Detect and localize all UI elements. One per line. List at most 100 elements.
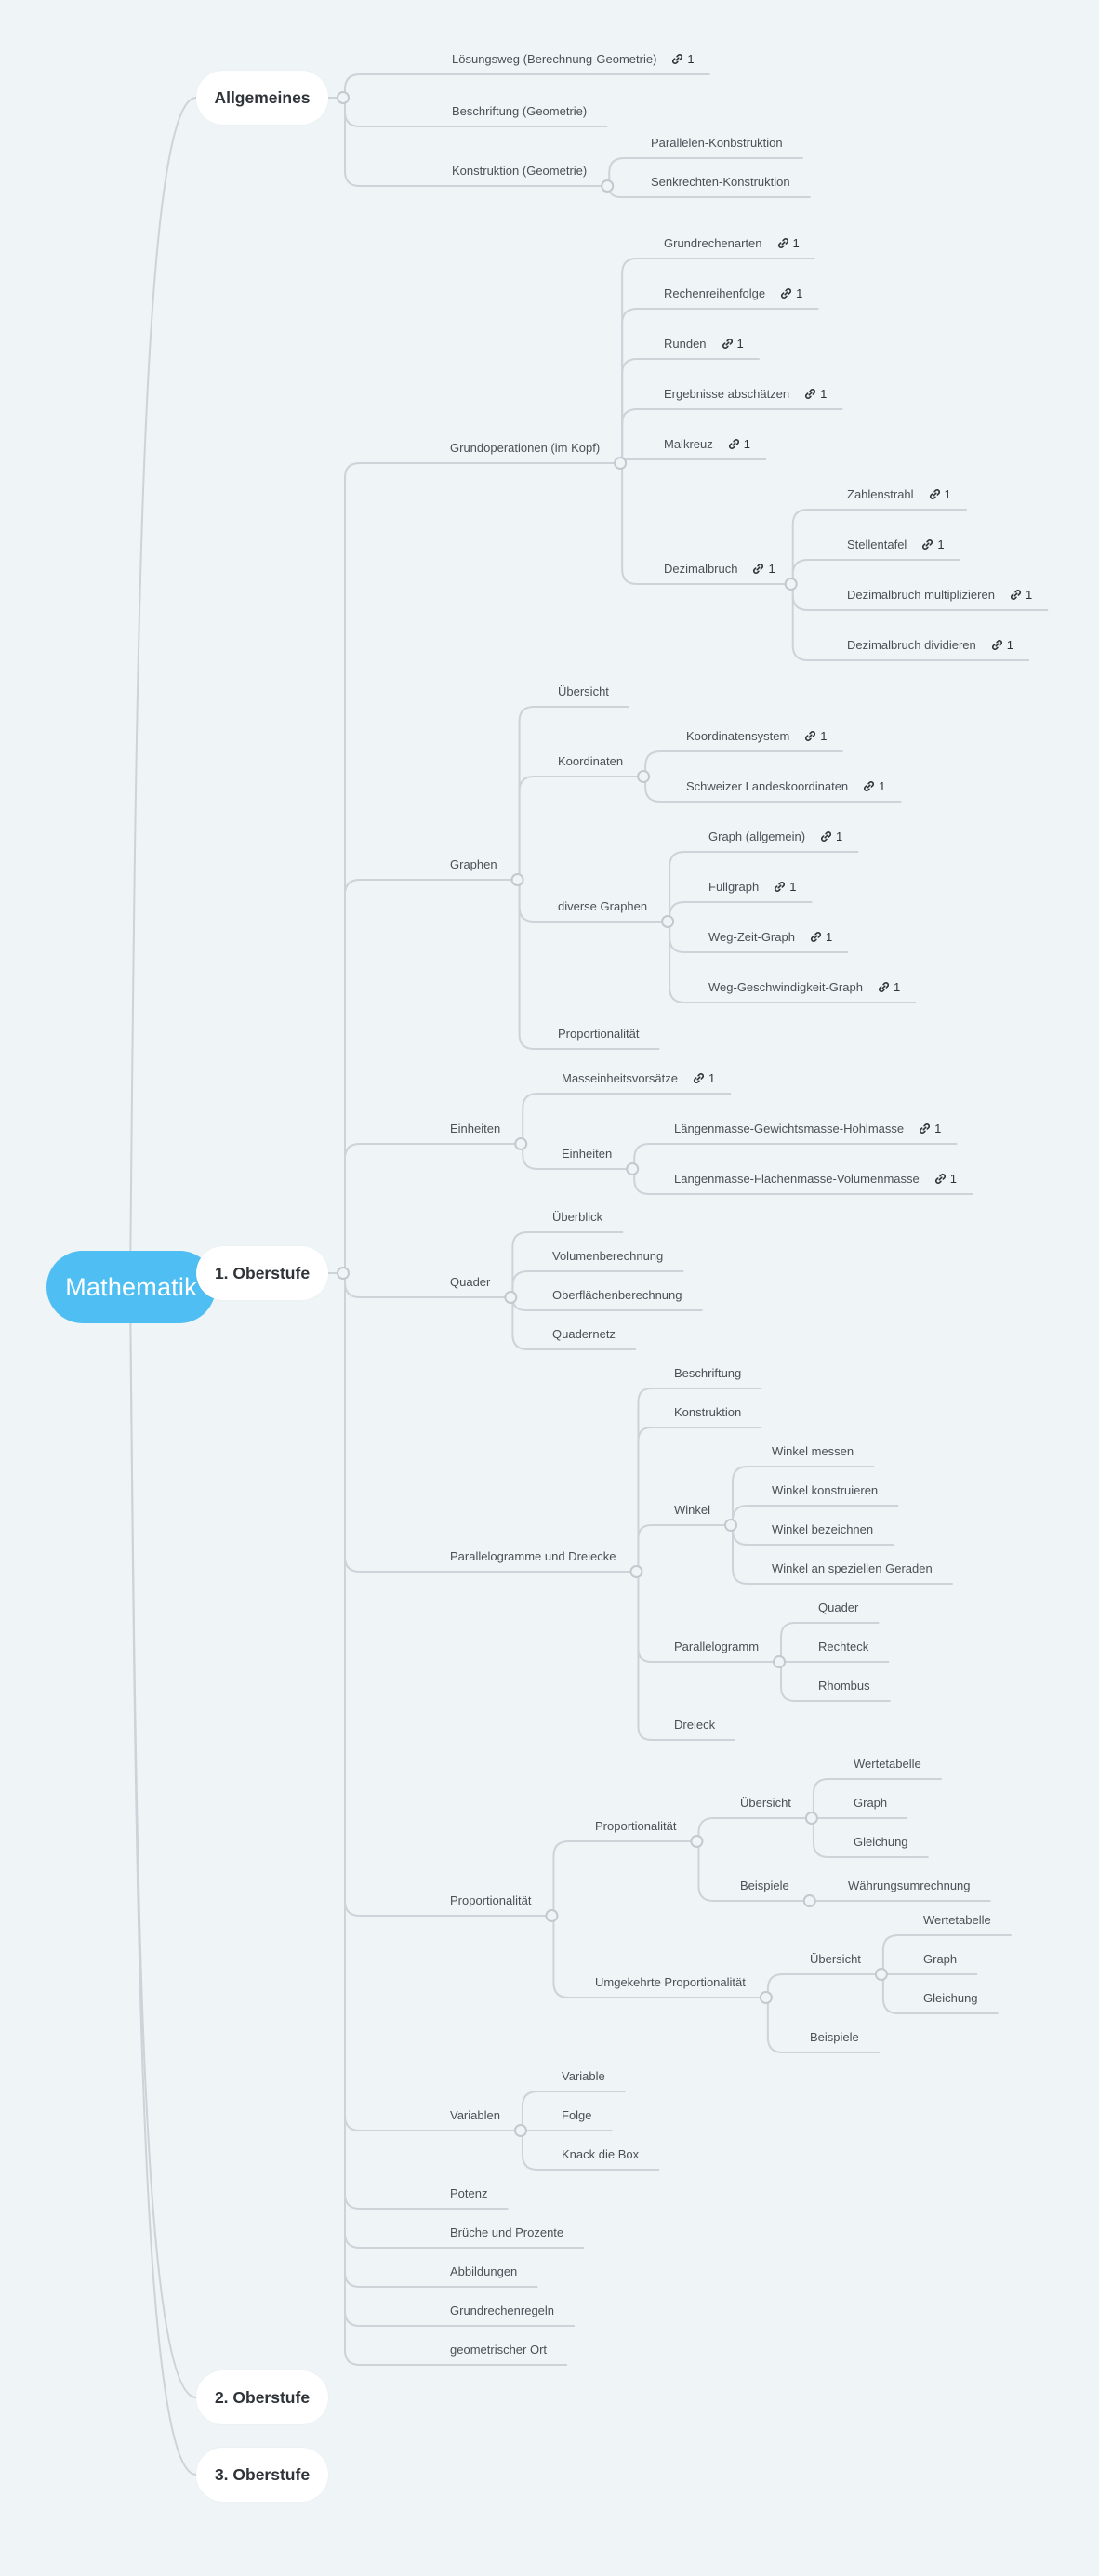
link-badge[interactable]: 1 bbox=[774, 880, 796, 894]
topic-pr[interactable]: Proportionalität bbox=[450, 1893, 531, 1908]
link-badge[interactable]: 1 bbox=[934, 1172, 957, 1186]
link-badge[interactable]: 1 bbox=[878, 980, 900, 994]
topic-p4c[interactable]: Rhombus bbox=[818, 1679, 870, 1693]
topic-q3[interactable]: Oberflächenberechnung bbox=[552, 1288, 682, 1303]
topic-a3a[interactable]: Parallelen-Konbstruktion bbox=[651, 136, 783, 151]
link-badge[interactable]: 1 bbox=[929, 487, 951, 501]
topic-gr1[interactable]: Übersicht bbox=[558, 684, 609, 699]
topic-p[interactable]: Parallelogramme und Dreiecke bbox=[450, 1549, 616, 1564]
link-badge[interactable]: 1 bbox=[1010, 588, 1032, 602]
link-badge[interactable]: 1 bbox=[820, 830, 842, 843]
topic-v3[interactable]: Knack die Box bbox=[562, 2147, 639, 2162]
topic-pr2a[interactable]: Übersicht bbox=[810, 1952, 861, 1967]
link-icon bbox=[781, 288, 792, 299]
topic-pr1[interactable]: Proportionalität bbox=[595, 1819, 676, 1834]
topic-p3d[interactable]: Winkel an speziellen Geraden bbox=[772, 1561, 933, 1576]
topic-pr1a3[interactable]: Gleichung bbox=[854, 1835, 908, 1850]
topic-a3b[interactable]: Senkrechten-Konstruktion bbox=[651, 175, 790, 190]
topic-o3[interactable]: Abbildungen bbox=[450, 2264, 517, 2279]
main-node-oberstufe1[interactable]: 1. Oberstufe bbox=[196, 1246, 328, 1300]
topic-p4b[interactable]: Rechteck bbox=[818, 1640, 868, 1654]
link-badge[interactable]: 1 bbox=[991, 638, 1013, 652]
topic-pr2a2[interactable]: Graph bbox=[923, 1952, 957, 1967]
topic-p5[interactable]: Dreieck bbox=[674, 1718, 715, 1733]
topic-v1[interactable]: Variable bbox=[562, 2069, 605, 2084]
topic-gr3a[interactable]: Graph (allgemein)1 bbox=[708, 830, 842, 844]
topic-a2[interactable]: Beschriftung (Geometrie) bbox=[452, 104, 587, 119]
main-node-allgemeines[interactable]: Allgemeines bbox=[196, 71, 328, 125]
topic-q4[interactable]: Quadernetz bbox=[552, 1327, 616, 1342]
link-badge[interactable]: 1 bbox=[777, 236, 800, 250]
topic-q[interactable]: Quader bbox=[450, 1275, 490, 1290]
link-count: 1 bbox=[934, 1122, 942, 1135]
topic-o5[interactable]: geometrischer Ort bbox=[450, 2343, 547, 2357]
topic-gr2[interactable]: Koordinaten bbox=[558, 754, 623, 769]
link-badge[interactable]: 1 bbox=[863, 779, 885, 793]
topic-o1[interactable]: Potenz bbox=[450, 2186, 487, 2201]
link-badge[interactable]: 1 bbox=[921, 538, 945, 551]
topic-o4[interactable]: Grundrechenregeln bbox=[450, 2304, 554, 2318]
topic-p3a[interactable]: Winkel messen bbox=[772, 1444, 854, 1459]
main-node-oberstufe2[interactable]: 2. Oberstufe bbox=[196, 2370, 328, 2424]
topic-v2[interactable]: Folge bbox=[562, 2108, 592, 2123]
link-badge[interactable]: 1 bbox=[810, 930, 832, 944]
link-badge[interactable]: 1 bbox=[752, 562, 775, 576]
root-node[interactable]: Mathematik bbox=[46, 1251, 216, 1323]
topic-q2[interactable]: Volumenberechnung bbox=[552, 1249, 663, 1264]
topic-pr1a[interactable]: Übersicht bbox=[740, 1796, 791, 1811]
link-badge[interactable]: 1 bbox=[722, 337, 744, 351]
topic-p2[interactable]: Konstruktion bbox=[674, 1405, 741, 1420]
topic-p4a[interactable]: Quader bbox=[818, 1600, 858, 1615]
topic-gr3[interactable]: diverse Graphen bbox=[558, 899, 647, 914]
link-badge[interactable]: 1 bbox=[780, 286, 802, 300]
topic-a3[interactable]: Konstruktion (Geometrie) bbox=[452, 164, 587, 179]
topic-pr1b[interactable]: Beispiele bbox=[740, 1879, 789, 1893]
topic-pr2a3[interactable]: Gleichung bbox=[923, 1991, 978, 2006]
topic-e[interactable]: Einheiten bbox=[450, 1122, 500, 1136]
topic-p4[interactable]: Parallelogramm bbox=[674, 1640, 759, 1654]
topic-pr2b[interactable]: Beispiele bbox=[810, 2030, 859, 2045]
link-badge[interactable]: 1 bbox=[919, 1122, 941, 1135]
topic-p3c[interactable]: Winkel bezeichnen bbox=[772, 1522, 873, 1537]
topic-p3[interactable]: Winkel bbox=[674, 1503, 710, 1518]
topic-pr2a1[interactable]: Wertetabelle bbox=[923, 1913, 991, 1928]
topic-g[interactable]: Grundoperationen (im Kopf) bbox=[450, 441, 600, 456]
topic-q1[interactable]: Überblick bbox=[552, 1210, 602, 1225]
link-badge[interactable]: 1 bbox=[804, 729, 828, 743]
link-badge[interactable]: 1 bbox=[804, 387, 827, 401]
topic-e2[interactable]: Einheiten bbox=[562, 1147, 612, 1162]
topic-pr2[interactable]: Umgekehrte Proportionalität bbox=[595, 1975, 746, 1990]
topic-a1[interactable]: Lösungsweg (Berechnung-Geometrie)1 bbox=[452, 52, 695, 67]
topic-gr[interactable]: Graphen bbox=[450, 857, 497, 872]
main-node-oberstufe3[interactable]: 3. Oberstufe bbox=[196, 2448, 328, 2502]
link-badge[interactable]: 1 bbox=[728, 437, 750, 451]
link-badge[interactable]: 1 bbox=[693, 1071, 715, 1085]
link-badge[interactable]: 1 bbox=[671, 52, 695, 66]
topic-p1[interactable]: Beschriftung bbox=[674, 1366, 741, 1381]
topic-pr1a2[interactable]: Graph bbox=[854, 1796, 887, 1811]
topic-gr4[interactable]: Proportionalität bbox=[558, 1027, 639, 1042]
topic-pr1a1[interactable]: Wertetabelle bbox=[854, 1757, 921, 1772]
topic-o2[interactable]: Brüche und Prozente bbox=[450, 2225, 563, 2240]
topic-p3b[interactable]: Winkel konstruieren bbox=[772, 1483, 878, 1498]
topic-pr1b1[interactable]: Währungsumrechnung bbox=[848, 1879, 971, 1893]
topic-v[interactable]: Variablen bbox=[450, 2108, 500, 2123]
